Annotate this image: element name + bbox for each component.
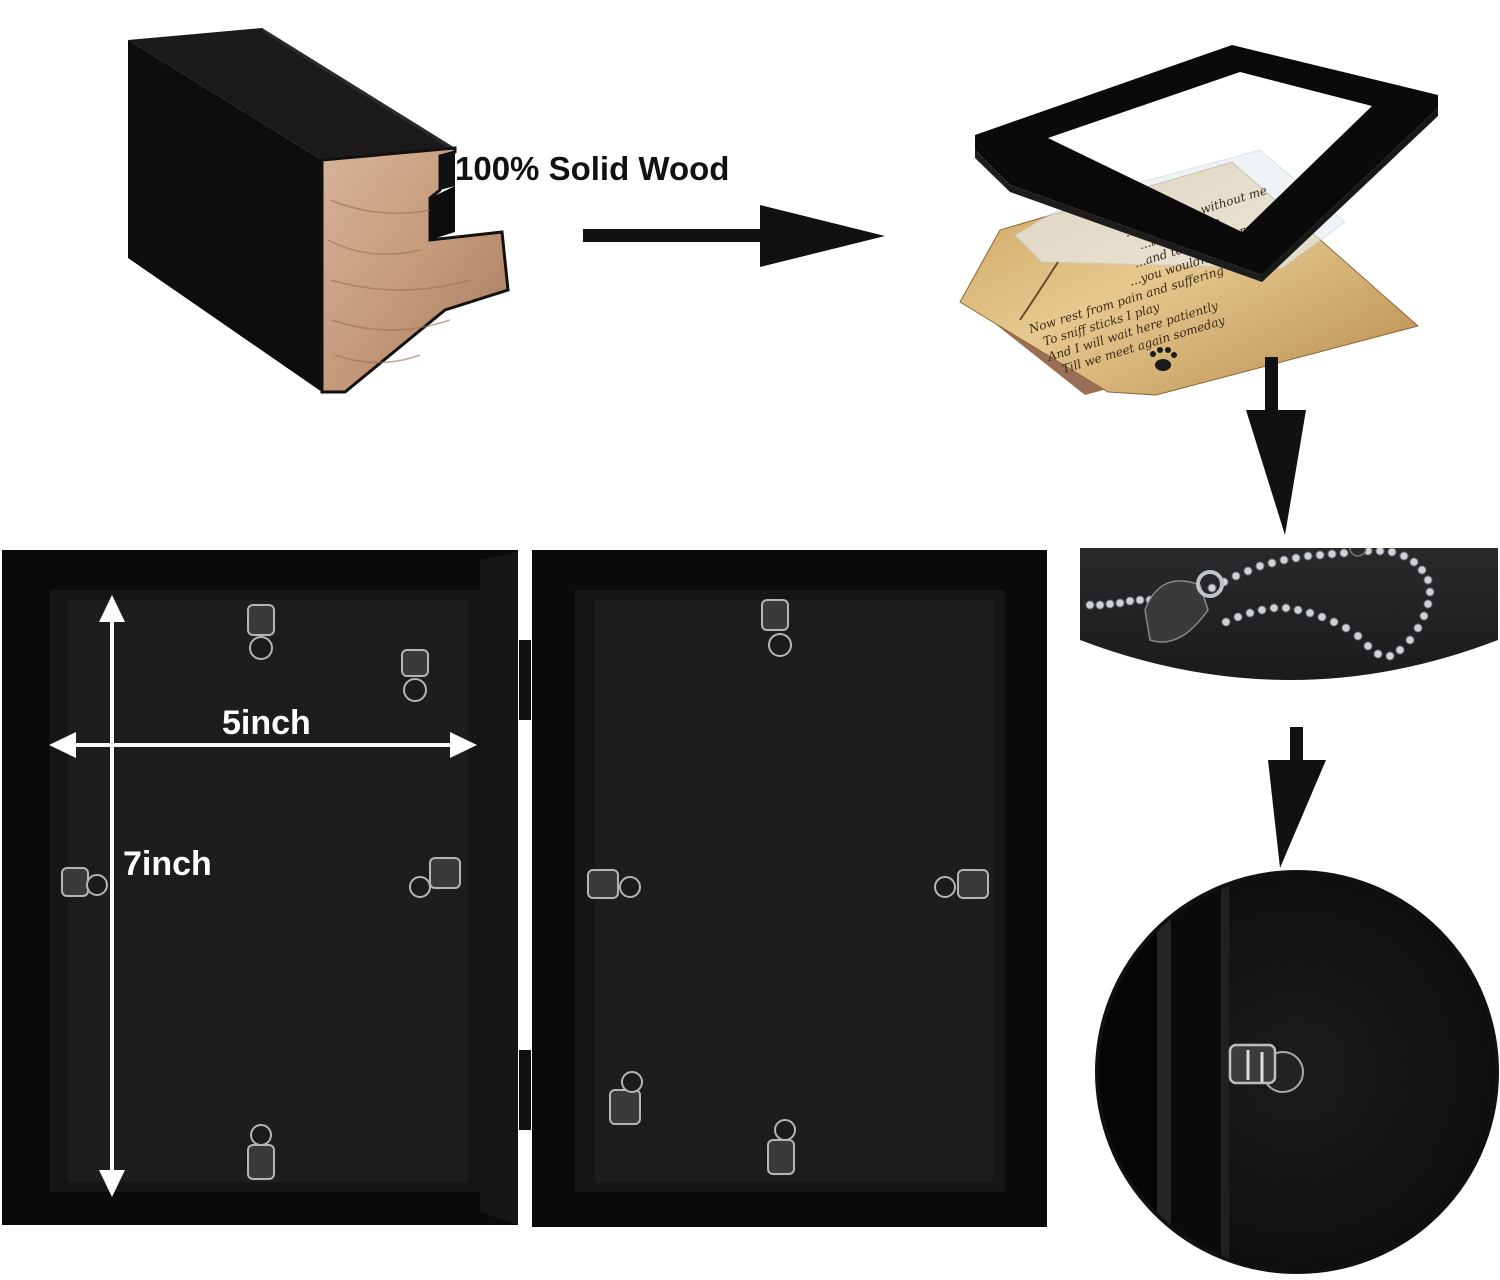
metal-clip-icon xyxy=(1228,1043,1304,1093)
width-label: 5inch xyxy=(222,704,311,742)
hinged-double-frame xyxy=(2,550,1047,1227)
arrow-right-icon xyxy=(583,205,885,267)
height-dimension-arrow xyxy=(99,595,125,1197)
metal-clip-icon xyxy=(587,599,989,1175)
metal-clip-icon xyxy=(61,604,461,1180)
wood-profile xyxy=(128,28,510,394)
paw-icon xyxy=(1150,347,1177,371)
clip-zoom-circle xyxy=(1095,870,1499,1274)
width-dimension-arrow xyxy=(49,732,477,758)
height-label: 7inch xyxy=(123,845,212,883)
ball-chain-closeup xyxy=(1080,548,1498,680)
material-label: 100% Solid Wood xyxy=(455,150,729,187)
arrow-down-icon xyxy=(1246,357,1306,535)
arrow-down-icon xyxy=(1268,727,1326,868)
